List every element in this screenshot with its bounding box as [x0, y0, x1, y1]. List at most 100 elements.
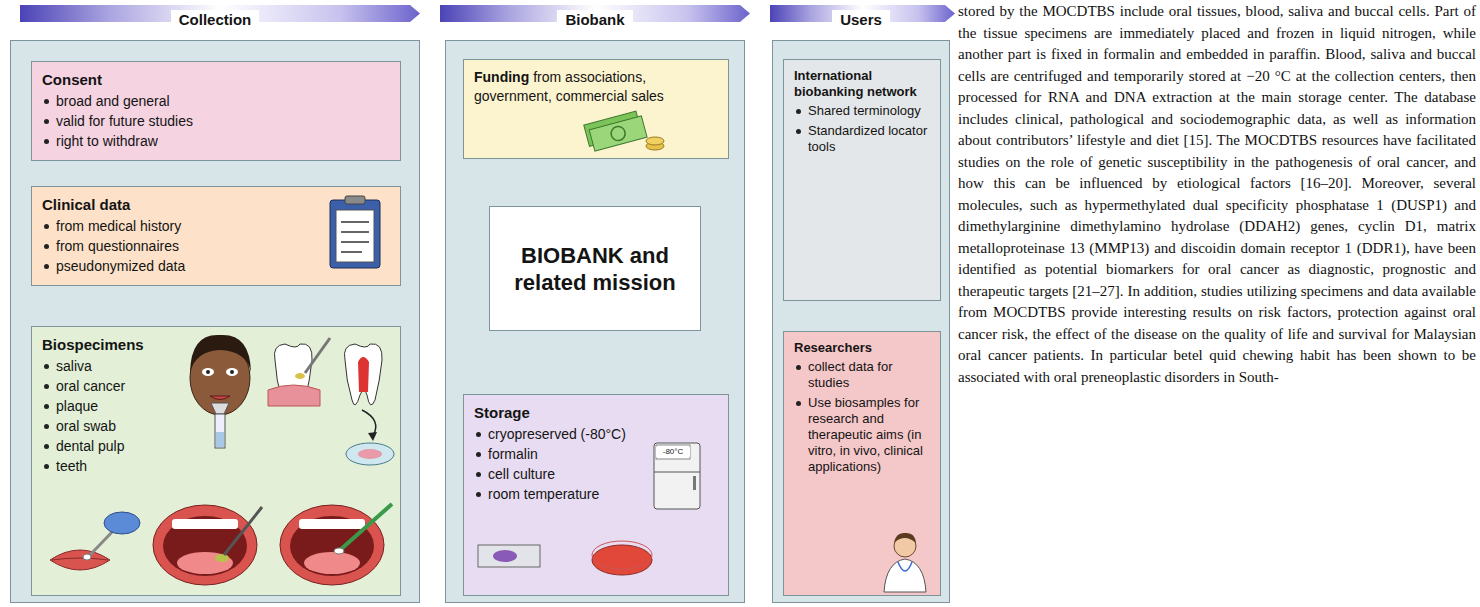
- box-content: Researchers collect data for studiesUse b…: [784, 332, 940, 487]
- clipboard-icon-part: [341, 222, 369, 252]
- freezer-icon-part: [656, 445, 690, 459]
- slide-icon-part: [493, 550, 517, 562]
- bullet-text: saliva: [56, 357, 92, 376]
- researcher-figure: [884, 533, 926, 592]
- dental-pulp-icon-part-part: [344, 344, 382, 405]
- bullet-item: saliva: [42, 357, 162, 376]
- bullet-dot: [796, 401, 801, 406]
- money-icon-part: [584, 110, 647, 152]
- bullet-text: from questionnaires: [56, 237, 179, 256]
- bullet-item: from questionnaires: [42, 237, 302, 256]
- bullet-dot: [44, 424, 49, 429]
- bullet-text: dental pulp: [56, 437, 125, 456]
- bullet-dot: [476, 432, 481, 437]
- researcher-figure-part: [898, 562, 912, 571]
- bullet-text: formalin: [488, 445, 538, 464]
- dental-pulp-icon-part: [344, 344, 382, 405]
- lip-swab-icon: [50, 512, 140, 570]
- bullet-item: from medical history: [42, 217, 302, 236]
- box-content: International biobanking networkShared t…: [784, 60, 940, 167]
- box-heading: Consent: [42, 70, 390, 89]
- bullet-dot: [44, 464, 49, 469]
- box-content: Biospecimens salivaoral cancerplaqueoral …: [32, 327, 172, 485]
- saliva-face-icon-part: [230, 370, 234, 374]
- saliva-face-icon-part: [190, 341, 250, 415]
- bullet-dot: [44, 264, 49, 269]
- researcher-figure-part: [894, 533, 916, 543]
- bullet-dot: [44, 119, 49, 124]
- bullet-item: Standardized locator tools: [794, 123, 930, 155]
- oral-cancer-mouth-icon-part: [224, 507, 262, 555]
- box-content: Fundingfrom associations, government, co…: [464, 60, 728, 114]
- plaque-tooth-icon-part: [305, 338, 330, 373]
- bullet-item: valid for future studies: [42, 112, 390, 131]
- bullet-dot: [44, 139, 49, 144]
- saliva-face-icon: [190, 335, 251, 448]
- oral-cancer-mouth-icon-part: [215, 554, 229, 562]
- box-content: Clinical data from medical historyfrom qu…: [32, 187, 312, 285]
- lip-swab-icon-part: [83, 554, 91, 560]
- clinical-data-box: Clinical data from medical historyfrom qu…: [31, 186, 401, 286]
- bullet-text: plaque: [56, 397, 98, 416]
- freezer-icon: [654, 443, 700, 509]
- oral-cancer-mouth-icon-part: [177, 552, 233, 574]
- mission-box: BIOBANK and related mission: [489, 206, 701, 331]
- plaque-tooth-icon-part: [268, 385, 320, 406]
- box-heading: Clinical data: [42, 195, 302, 214]
- bullet-dot: [44, 244, 49, 249]
- plaque-tooth-icon-part: [274, 344, 312, 405]
- storage-box: Storage cryopreserved (-80°C)formalincell…: [463, 394, 729, 596]
- lip-swab-icon-part: [89, 530, 114, 556]
- panel-heading: Users: [832, 10, 890, 29]
- biobank-panel: BiobankFundingfrom associations, governm…: [445, 40, 745, 603]
- bullet-item: teeth: [42, 457, 162, 476]
- box-heading: Storage: [474, 403, 639, 422]
- bullet-dot: [796, 109, 801, 114]
- paper-body-text: stored by the MOCDTBS include oral tissu…: [958, 1, 1476, 388]
- header-arrow-band-part: [20, 5, 420, 22]
- users-panel: UsersInternational biobanking networkSha…: [772, 40, 950, 603]
- bullet-text: cryopreserved (-80°C): [488, 425, 626, 444]
- bullet-item: collect data for studies: [794, 359, 930, 391]
- researcher-figure-part: [894, 535, 916, 557]
- box-heading: Researchers: [794, 340, 930, 356]
- saliva-face-icon-part: [226, 368, 238, 376]
- panel-heading: Biobank: [557, 10, 632, 29]
- bullet-text: oral swab: [56, 417, 116, 436]
- bullet-text: from medical history: [56, 217, 181, 236]
- bullet-text: room temperature: [488, 485, 599, 504]
- bullet-dot: [796, 365, 801, 370]
- bullet-text: valid for future studies: [56, 112, 193, 131]
- oral-cancer-mouth-icon-part: [163, 516, 247, 576]
- oral-swab-mouth-icon-part: [280, 505, 384, 585]
- money-icon-part-part: [610, 125, 627, 142]
- network-box: International biobanking networkShared t…: [783, 59, 941, 301]
- bullet-dot: [476, 492, 481, 497]
- bullet-dot: [44, 404, 49, 409]
- clipboard-icon-part: [330, 200, 380, 268]
- bullet-item: oral swab: [42, 417, 162, 436]
- freezer-icon-part: [654, 472, 700, 473]
- bullet-text: Use biosamples for research and therapeu…: [808, 395, 930, 475]
- oral-cancer-mouth-icon-part: [172, 519, 238, 529]
- culture-dish-icon-part: [592, 541, 652, 569]
- bullet-text: oral cancer: [56, 377, 125, 396]
- oral-cancer-mouth-icon: [153, 505, 262, 585]
- dental-pulp-icon: [344, 344, 394, 465]
- bullet-dot: [796, 129, 801, 134]
- bullet-text: right to withdraw: [56, 132, 158, 151]
- lip-swab-icon-part: [50, 550, 110, 570]
- oral-swab-mouth-icon-part: [340, 504, 392, 550]
- box-heading: International biobanking network: [794, 68, 930, 100]
- money-icon: [584, 110, 664, 152]
- bullet-item: cell culture: [474, 465, 639, 484]
- oral-swab-mouth-icon-part: [304, 552, 360, 574]
- bullet-item: Shared terminology: [794, 103, 930, 119]
- dental-pulp-icon-part: [346, 443, 394, 465]
- bullet-text: Shared terminology: [808, 103, 921, 119]
- box-heading: Biospecimens: [42, 335, 162, 354]
- bullet-item: right to withdraw: [42, 132, 390, 151]
- consent-box: Consentbroad and generalvalid for future…: [31, 61, 401, 161]
- oral-swab-mouth-icon-part: [334, 548, 344, 554]
